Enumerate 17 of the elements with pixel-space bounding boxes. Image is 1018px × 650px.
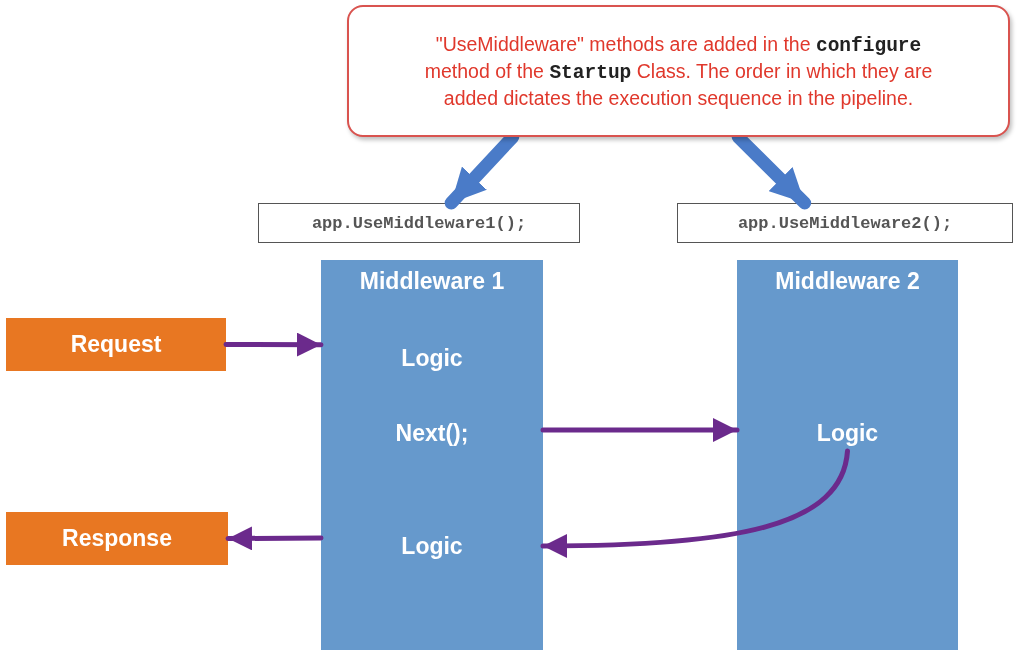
column-title: Middleware 1 bbox=[358, 268, 506, 295]
endpoint-box: Response bbox=[6, 512, 228, 565]
endpoint-box: Request bbox=[6, 318, 226, 371]
code-box: app.UseMiddleware2(); bbox=[677, 203, 1013, 243]
column-title: Middleware 2 bbox=[774, 268, 921, 295]
arrow bbox=[223, 332, 324, 357]
step-label: Logic bbox=[807, 415, 888, 451]
arrow bbox=[540, 418, 740, 443]
arrow bbox=[225, 526, 324, 551]
code-box: app.UseMiddleware1(); bbox=[258, 203, 580, 243]
middleware-column bbox=[737, 260, 958, 650]
step-label: Logic bbox=[321, 340, 543, 376]
step-label: Logic bbox=[321, 528, 543, 564]
callout-box: "UseMiddleware" methods are added in the configure method of the Startup Class. The order in which they are added dictates the execution sequence in the pipeline. bbox=[347, 5, 1010, 137]
step-label: Next(); bbox=[321, 415, 543, 451]
middleware-column bbox=[321, 260, 543, 650]
arrow bbox=[540, 448, 850, 558]
